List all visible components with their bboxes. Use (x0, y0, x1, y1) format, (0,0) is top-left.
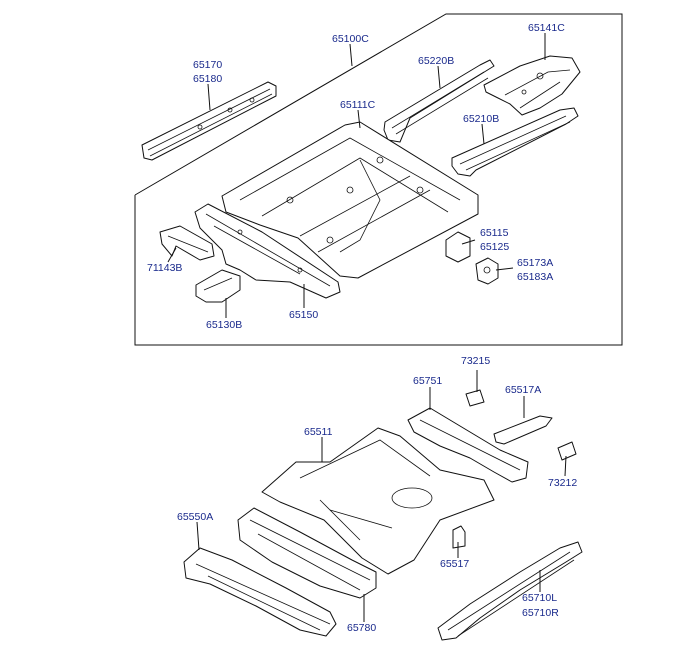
part-65511-rear-floor (261, 427, 495, 575)
part-65210B-member (451, 107, 579, 177)
part-65115-bracket (445, 231, 471, 263)
label-65780: 65780 (347, 622, 377, 634)
label-65130B: 65130B (206, 319, 243, 331)
label-65517: 65517 (440, 558, 470, 570)
part-65517-plug (452, 525, 466, 549)
part-65111C-floor-panel (221, 121, 479, 279)
label-65170: 65170 (193, 59, 223, 71)
part-73215-bracket (465, 389, 485, 407)
assembly-frame (134, 13, 623, 346)
part-65550A-member (183, 547, 337, 637)
part-65751-member (407, 407, 529, 483)
label-73212: 73212 (548, 477, 578, 489)
label-65180: 65180 (193, 73, 223, 85)
part-65517A-bracket (493, 415, 553, 445)
part-65780-member (237, 507, 377, 599)
part-65170-sill (141, 81, 277, 161)
label-65115: 65115 (480, 227, 509, 239)
part-65150-crossmember (194, 203, 341, 299)
label-65210B: 65210B (463, 113, 500, 125)
label-65100C: 65100C (332, 33, 369, 45)
part-65710-member (437, 541, 583, 641)
label-65141C: 65141C (528, 22, 565, 34)
label-65220B: 65220B (418, 55, 455, 67)
label-65517A: 65517A (505, 384, 542, 396)
label-65125: 65125 (480, 241, 510, 253)
label-65511: 65511 (304, 426, 333, 438)
label-65710R: 65710R (522, 607, 559, 619)
label-65550A: 65550A (177, 511, 214, 523)
label-65173A: 65173A (517, 257, 554, 269)
label-71143B: 71143B (147, 262, 183, 274)
label-65751: 65751 (413, 375, 443, 387)
part-73212-bracket (557, 441, 577, 461)
part-65173A-bracket (475, 257, 499, 285)
label-65111C: 65111C (340, 99, 376, 111)
label-65710L: 65710L (522, 592, 558, 604)
label-73215: 73215 (461, 355, 491, 367)
part-65220B-member (383, 59, 495, 143)
part-65130B-bracket (195, 269, 241, 303)
part-65141C-bracket (483, 55, 581, 116)
label-65183A: 65183A (517, 271, 554, 283)
label-65150: 65150 (289, 309, 319, 321)
